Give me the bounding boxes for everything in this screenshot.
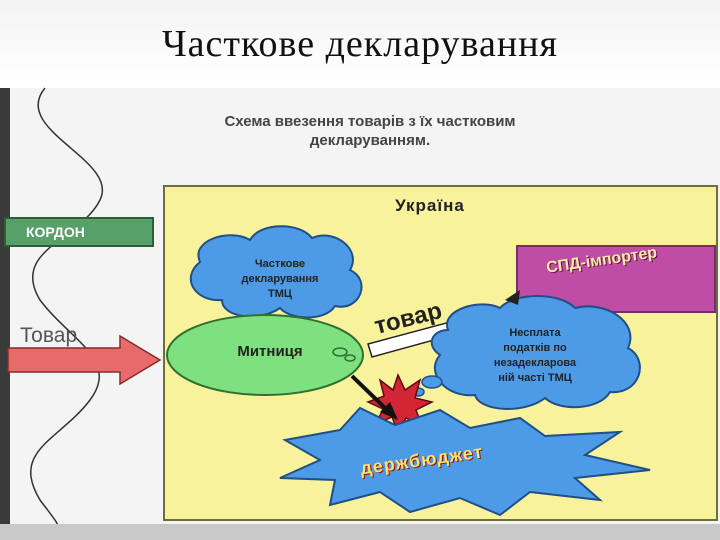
border-wave xyxy=(30,87,104,531)
scheme-heading: Схема ввезення товарів з їх частковим де… xyxy=(170,112,570,150)
incoming-goods-arrow xyxy=(7,334,162,386)
slide-title: Часткове декларування xyxy=(161,23,559,65)
partial-declaration-line2: декларування xyxy=(241,273,319,285)
partial-declaration-line1: Часткове xyxy=(254,258,306,270)
customs-label: Митниця xyxy=(237,343,303,360)
partial-declaration-line3: ТМЦ xyxy=(268,288,292,300)
non-payment-text: Несплата податків по незадекларова ній ч… xyxy=(460,326,610,386)
goods-label-left: Товар xyxy=(20,324,78,347)
non-payment-line2: податків по xyxy=(503,342,567,354)
bottom-bar xyxy=(0,524,720,540)
title-background xyxy=(0,0,720,80)
border-label: КОРДОН xyxy=(4,217,154,247)
customs-node xyxy=(166,314,364,396)
non-payment-line1: Несплата xyxy=(509,327,561,339)
non-payment-line3: незадекларова xyxy=(493,357,577,369)
budget-arrow xyxy=(350,374,387,410)
partial-declaration-text: Часткове декларування ТМЦ xyxy=(210,257,350,302)
scheme-heading-line2: декларуванням. xyxy=(309,132,431,149)
non-payment-line4: ній часті ТМЦ xyxy=(498,372,572,384)
budget-star xyxy=(279,406,651,517)
scan-edge xyxy=(0,88,10,528)
ukraine-label: Україна xyxy=(395,196,465,215)
scheme-heading-line1: Схема ввезення товарів з їх частковим xyxy=(224,113,516,130)
